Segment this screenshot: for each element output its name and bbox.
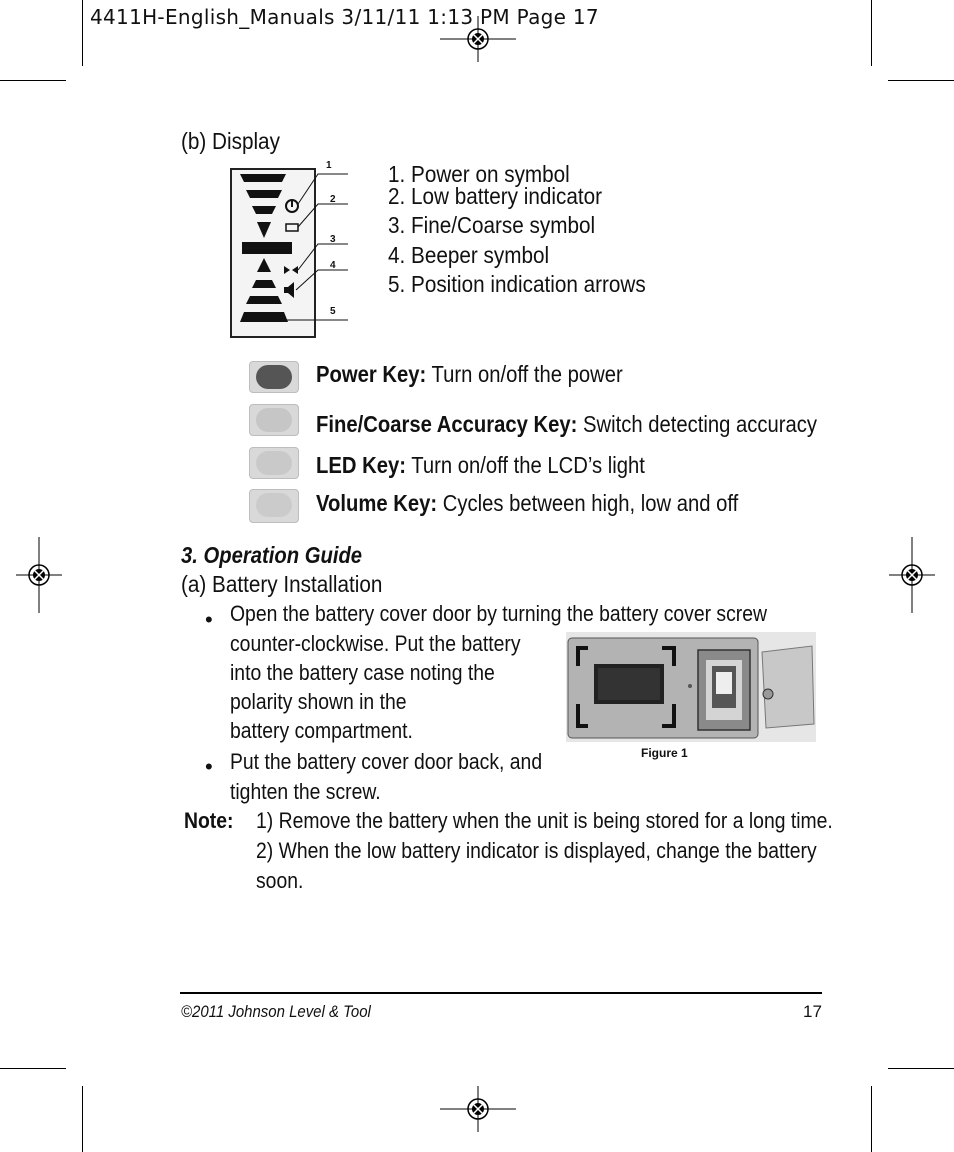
crop-mark: [0, 1068, 66, 1069]
note-line: 2) When the low battery indicator is dis…: [256, 838, 817, 863]
key-row: LED Key: Turn on/off the LCD’s light: [316, 452, 645, 479]
bullet-line: into the battery case noting the: [230, 660, 495, 685]
footer-copyright: ©2011 Johnson Level & Tool: [181, 1002, 371, 1021]
diagram-number: 1: [326, 160, 332, 171]
key-description: Switch detecting accuracy: [577, 411, 817, 437]
diagram-number: 3: [330, 234, 336, 245]
key-label: LED Key:: [316, 452, 406, 478]
legend-item: 5. Position indication arrows: [388, 271, 646, 297]
section-heading: 3. Operation Guide: [181, 542, 363, 568]
crop-mark: [888, 80, 954, 81]
legend-item: 4. Beeper symbol: [388, 242, 550, 268]
led-key-icon: [249, 447, 299, 479]
legend-item: 2. Low battery indicator: [388, 183, 603, 209]
page-number: 17: [803, 1002, 822, 1021]
battery-compartment-photo: [566, 632, 816, 742]
subsection-heading: (a) Battery Installation: [181, 571, 383, 597]
bullet-dot: •: [205, 607, 213, 632]
volume-key-icon: [249, 489, 299, 523]
registration-mark-icon: [889, 537, 935, 613]
bullet-line: counter-clockwise. Put the battery: [230, 631, 521, 656]
figure-caption: Figure 1: [641, 746, 688, 760]
key-row: Power Key: Turn on/off the power: [316, 361, 623, 388]
bullet-line: tighten the screw.: [230, 779, 381, 804]
crop-mark: [0, 80, 66, 81]
key-label: Volume Key:: [316, 490, 438, 516]
bullet-line: Put the battery cover door back, and: [230, 749, 543, 774]
display-diagram: 1 2 3 4 5: [226, 160, 356, 340]
crop-mark: [82, 0, 83, 66]
key-description: Cycles between high, low and off: [437, 490, 739, 516]
display-diagram-artwork: [240, 173, 348, 322]
bullet-dot: •: [205, 754, 213, 779]
display-heading: (b) Display: [181, 128, 280, 154]
crop-mark: [82, 1086, 83, 1152]
registration-mark-icon: [440, 1086, 516, 1132]
key-description: Turn on/off the LCD’s light: [405, 452, 645, 478]
crop-mark: [871, 0, 872, 66]
key-row: Volume Key: Cycles between high, low and…: [316, 490, 738, 517]
key-label: Power Key:: [316, 361, 427, 387]
registration-mark-icon: [440, 16, 516, 62]
note-label: Note:: [184, 808, 234, 833]
bullet-line: polarity shown in the: [230, 689, 407, 714]
crop-mark: [871, 1086, 872, 1152]
footer-rule: [180, 992, 822, 994]
key-label: Fine/Coarse Accuracy Key:: [316, 411, 578, 437]
fine-coarse-key-icon: [249, 404, 299, 436]
diagram-number: 4: [330, 260, 336, 271]
printer-slug: 4411H-English_Manuals 3/11/11 1:13 PM Pa…: [90, 5, 599, 29]
bullet-line: battery compartment.: [230, 718, 413, 743]
legend-item: 3. Fine/Coarse symbol: [388, 212, 596, 238]
power-key-icon: [249, 361, 299, 393]
diagram-number: 2: [330, 194, 336, 205]
registration-mark-icon: [16, 537, 62, 613]
bullet-line: Open the battery cover door by turning t…: [230, 601, 767, 626]
crop-mark: [888, 1068, 954, 1069]
key-row: Fine/Coarse Accuracy Key: Switch detecti…: [316, 411, 817, 438]
note-line: soon.: [256, 868, 304, 893]
key-description: Turn on/off the power: [426, 361, 623, 387]
diagram-number: 5: [330, 306, 336, 317]
note-line: 1) Remove the battery when the unit is b…: [256, 808, 833, 833]
legend-item: 1. Power on symbol: [388, 161, 570, 187]
